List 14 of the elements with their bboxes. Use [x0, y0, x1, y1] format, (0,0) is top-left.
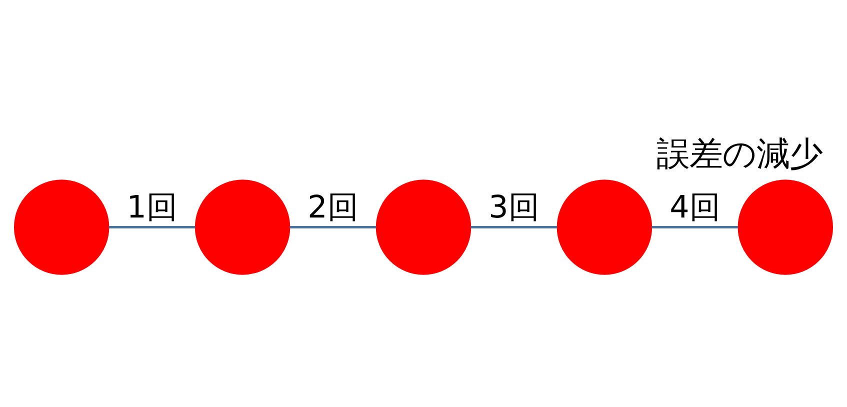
connector	[290, 226, 376, 228]
edge-label: 3回	[488, 188, 540, 225]
node-circle	[194, 179, 290, 274]
node-circle	[14, 179, 110, 274]
edge-label: 1回	[126, 188, 178, 225]
edge-label: 4回	[670, 188, 720, 225]
connector	[108, 226, 196, 228]
node-circle	[556, 179, 652, 274]
edge-label: 2回	[308, 188, 358, 225]
node-circle	[376, 179, 472, 274]
connector	[470, 226, 558, 228]
connector	[652, 226, 738, 228]
node-circle	[738, 179, 834, 274]
diagram-title: 誤差の減少	[656, 134, 823, 173]
